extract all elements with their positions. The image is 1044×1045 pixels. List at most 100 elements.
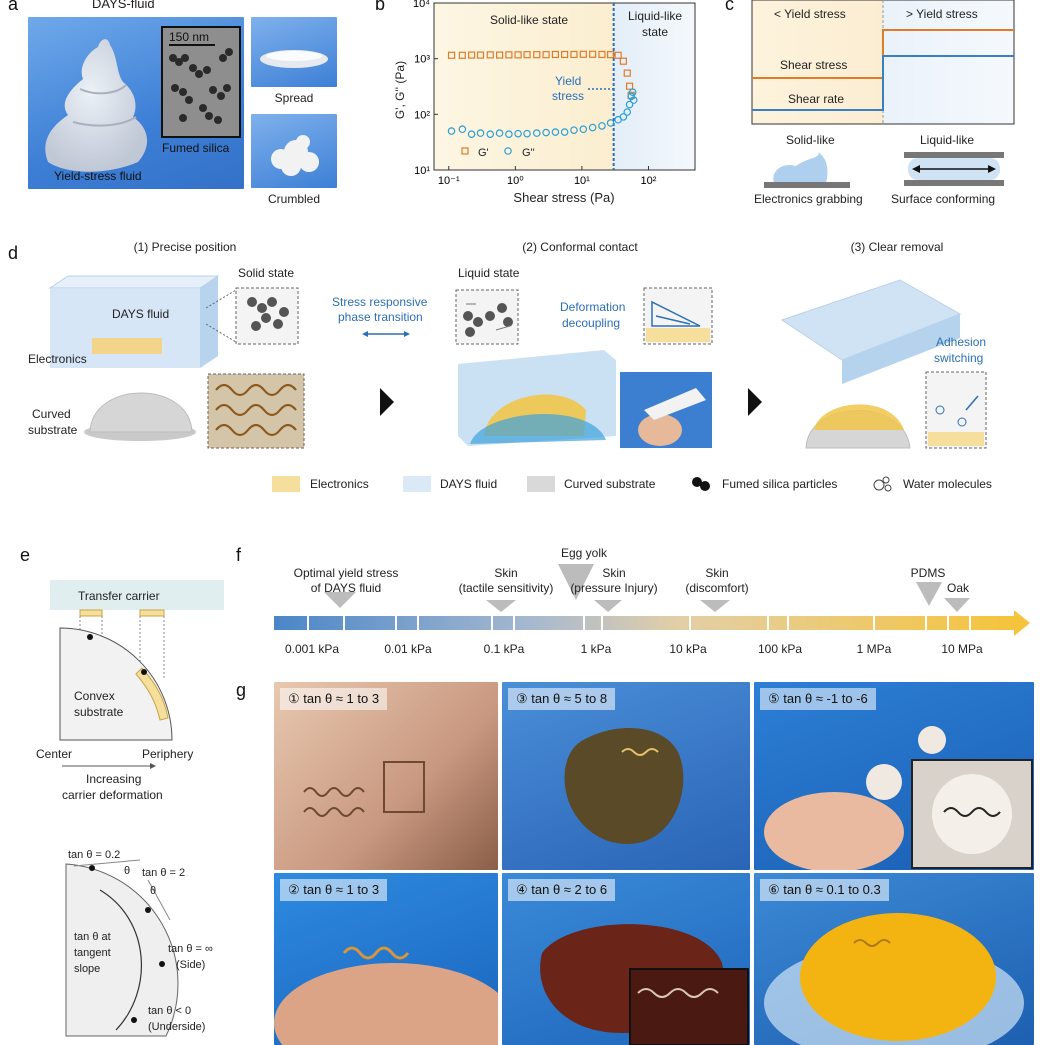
panel-label-a: a xyxy=(8,0,19,14)
g-double-prime-point xyxy=(588,123,597,132)
marker-skin-tactile-icon xyxy=(486,600,516,612)
step-arrow-1-icon xyxy=(380,388,394,416)
g-double-prime-point xyxy=(606,119,615,127)
days-fluid-block-top xyxy=(48,275,220,289)
water-molecule-icon-2 xyxy=(957,417,967,427)
g-prime-point xyxy=(589,50,597,58)
center-label: Center xyxy=(36,747,72,761)
contact-point-1 xyxy=(87,634,93,640)
scale-tick-label: 0.1 kPa xyxy=(484,642,525,656)
convex-substrate-shape xyxy=(59,627,173,741)
solid-state-particles xyxy=(247,297,289,331)
days-fluid-block-side xyxy=(200,276,218,368)
skin-circuit-illustration xyxy=(303,761,425,817)
electronics-on-removal-dome xyxy=(814,404,904,430)
photo-fingertip: ⑤ tan θ ≈ -1 to -6 xyxy=(754,682,1034,870)
liquid-label-2: state xyxy=(642,25,668,39)
g-prime-point xyxy=(523,51,531,59)
shear-stress-label: Shear stress xyxy=(780,58,847,72)
point-tan-inf xyxy=(159,961,165,967)
shear-arrow xyxy=(655,315,691,325)
g-prime-point xyxy=(625,82,634,90)
deformation-arrow-head-icon xyxy=(150,763,156,769)
g-double-prime-point xyxy=(619,113,628,121)
oak-label: Oak xyxy=(947,581,970,595)
legend-g1-marker xyxy=(461,147,469,155)
g-double-prime-point xyxy=(629,96,638,104)
g-double-prime-point xyxy=(514,129,522,138)
convex-label-1: Convex xyxy=(74,689,115,703)
days-fluid-photo: 150 nm Fumed silica Yield-stress fluid xyxy=(28,17,244,189)
shear-rate-label: Shear rate xyxy=(788,92,844,106)
skin-pressure-label-1: Skin xyxy=(602,566,625,580)
chart-frame xyxy=(433,2,696,171)
g-double-prime-point xyxy=(542,128,550,137)
skin-tactile-label-1: Skin xyxy=(494,566,517,580)
g-prime-point xyxy=(458,51,466,59)
skin-discomfort-label-1: Skin xyxy=(705,566,728,580)
electronics-label: Electronics xyxy=(28,352,87,366)
egg-yolk-label: Egg yolk xyxy=(561,546,608,560)
g-double-prime-point xyxy=(505,130,513,138)
g-prime-point xyxy=(486,51,494,59)
adhesion-arrow xyxy=(965,395,979,411)
photo-hand-knuckle: ② tan θ ≈ 1 to 3 xyxy=(274,873,498,1045)
legend-curved-label: Curved substrate xyxy=(564,477,656,491)
marker-skin-pressure-icon xyxy=(594,600,622,612)
inset-caption: Fumed silica xyxy=(162,141,230,155)
tangent-line-2 xyxy=(147,879,171,921)
stone-illustration xyxy=(564,728,684,844)
g-double-prime-point xyxy=(579,125,588,134)
caption-5: ⑤ tan θ ≈ -1 to -6 xyxy=(760,688,876,710)
g-double-prime-point xyxy=(523,129,531,138)
panel-label-f: f xyxy=(236,545,242,565)
arrow-left-icon xyxy=(362,331,368,337)
yield-label-1: Yield xyxy=(555,74,581,88)
panel-label-g: g xyxy=(236,680,247,700)
water-molecule-icon-1 xyxy=(935,405,945,415)
step-arrow-2-icon xyxy=(748,388,762,416)
tangent-slope-substrate xyxy=(65,863,179,1037)
optimal-label-1: Optimal yield stress xyxy=(294,566,399,580)
stress-transition-label-2: phase transition xyxy=(338,310,423,324)
tangent-line-1 xyxy=(73,859,141,867)
yield-stress-scale: Optimal yield stress of DAYS fluid Skin … xyxy=(274,546,1030,656)
adhesion-label-1: Adhesion xyxy=(936,335,986,349)
g-double-prime-point xyxy=(560,128,569,136)
below-yield-label: < Yield stress xyxy=(774,7,846,21)
transfer-carrier-bar xyxy=(50,580,224,610)
scale-bar xyxy=(274,616,1014,630)
spread-drop-illustration xyxy=(260,50,328,68)
g-double-prime-point xyxy=(598,122,606,130)
tan-02-label: tan θ = 0.2 xyxy=(68,849,120,861)
curved-arrow xyxy=(99,889,142,1031)
silica-particles-icon xyxy=(692,477,710,491)
legend-g2-marker xyxy=(504,147,512,155)
g-double-prime-point xyxy=(447,127,456,135)
liquid-state-label: Liquid state xyxy=(458,266,520,280)
x-axis-label: Shear stress (Pa) xyxy=(513,190,614,205)
panel-label-c: c xyxy=(725,0,734,14)
shear-rate-curve xyxy=(752,55,1014,111)
g-prime-point xyxy=(542,51,550,59)
periphery-label: Periphery xyxy=(142,747,193,761)
arrow-right-icon xyxy=(404,331,410,337)
yield-label-2: stress xyxy=(552,89,584,103)
panel-label-e: e xyxy=(20,545,31,565)
caption-6: ⑥ tan θ ≈ 0.1 to 0.3 xyxy=(760,879,889,901)
days-fluid-label: DAYS fluid xyxy=(112,307,169,321)
g-double-prime-point xyxy=(476,129,485,137)
scale-tick-label: 1 kPa xyxy=(581,642,612,656)
jujube-illustration xyxy=(540,924,749,1045)
y-tick-label: 10¹ xyxy=(414,165,430,177)
g-prime-point xyxy=(607,51,615,59)
photo-hand-skin: ① tan θ ≈ 1 to 3 xyxy=(274,682,498,870)
photo-jujube: ④ tan θ ≈ 2 to 6 xyxy=(502,873,750,1045)
fluid-caption: Yield-stress fluid xyxy=(54,169,142,183)
stress-transition-label-1: Stress responsive xyxy=(332,295,428,309)
curved-label-2: substrate xyxy=(28,423,78,437)
g-prime-point xyxy=(447,51,456,59)
g-double-prime-point xyxy=(570,126,578,134)
shear-diagram-frame xyxy=(751,0,1015,125)
panel-label-d: d xyxy=(8,243,19,263)
